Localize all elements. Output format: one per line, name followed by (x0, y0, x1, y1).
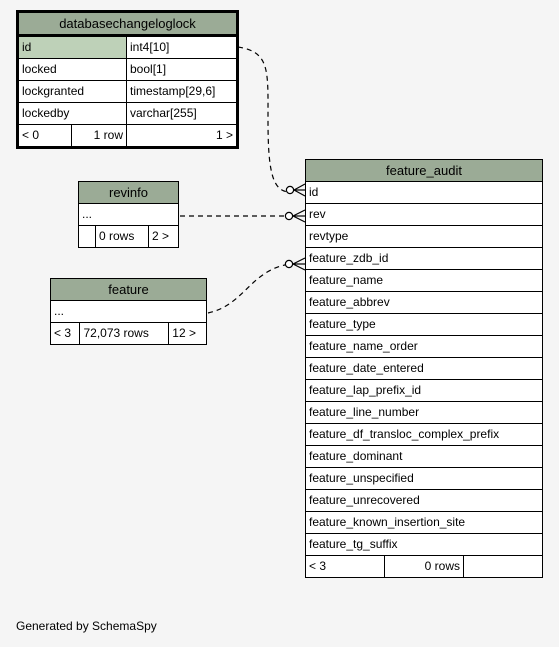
column-name: feature_dominant (305, 445, 543, 468)
row-count: 0 rows (384, 555, 464, 578)
column-name: feature_name (305, 269, 543, 292)
row-count: 72,073 rows (79, 322, 170, 345)
column-name: feature_known_insertion_site (305, 511, 543, 534)
column-row[interactable]: feature_abbrev (305, 291, 543, 314)
column-row[interactable]: feature_line_number (305, 401, 543, 424)
column-row[interactable]: revtype (305, 225, 543, 248)
column-name: rev (305, 203, 543, 226)
column-row[interactable]: feature_dominant (305, 445, 543, 468)
crowfoot-marker-feature-zdb-id (284, 257, 306, 271)
column-name: feature_tg_suffix (305, 533, 543, 556)
column-name: feature_line_number (305, 401, 543, 424)
table-revinfo[interactable]: revinfo ... 0 rows 2 > (78, 181, 180, 248)
column-row[interactable]: feature_lap_prefix_id (305, 379, 543, 402)
column-name: id (305, 181, 543, 204)
column-name: feature_abbrev (305, 291, 543, 314)
column-type: int4[10] (126, 35, 238, 59)
children-count: 1 > (126, 124, 238, 148)
column-type: varchar[255] (126, 102, 238, 125)
table-header[interactable]: feature (50, 278, 207, 301)
column-name: feature_zdb_id (305, 247, 543, 270)
children-count: 12 > (168, 322, 207, 345)
column-row[interactable]: feature_name (305, 269, 543, 292)
column-row[interactable]: rev (305, 203, 543, 226)
table-databasechangeloglock[interactable]: databasechangeloglock id int4[10] locked… (16, 10, 239, 149)
column-name: revtype (305, 225, 543, 248)
column-row[interactable]: ... (50, 300, 207, 323)
row-count: 0 rows (95, 225, 149, 248)
table-header[interactable]: databasechangeloglock (17, 11, 238, 37)
columns-placeholder: ... (78, 203, 179, 226)
table-footer: 0 rows 2 > (78, 225, 180, 248)
column-name: feature_type (305, 313, 543, 336)
columns-placeholder: ... (50, 300, 207, 323)
column-name: locked (17, 58, 127, 81)
column-row[interactable]: lockedby varchar[255] (17, 102, 238, 125)
column-name: lockgranted (17, 80, 127, 103)
column-type: timestamp[29,6] (126, 80, 238, 103)
table-footer: < 0 1 row 1 > (17, 124, 238, 148)
table-header[interactable]: feature_audit (305, 159, 543, 182)
column-row[interactable]: feature_tg_suffix (305, 533, 543, 556)
column-type: bool[1] (126, 58, 238, 81)
parents-count-text: < 0 (19, 125, 72, 146)
table-footer: < 3 72,073 rows 12 > (49, 322, 207, 345)
column-row[interactable]: feature_zdb_id (305, 247, 543, 270)
column-name: feature_name_order (305, 335, 543, 358)
column-row[interactable]: feature_unrecovered (305, 489, 543, 512)
column-row[interactable]: id (305, 181, 543, 204)
column-row[interactable]: feature_df_transloc_complex_prefix (305, 423, 543, 446)
column-row[interactable]: feature_date_entered (305, 357, 543, 380)
column-name: feature_unspecified (305, 467, 543, 490)
children-count: 2 > (147, 225, 180, 248)
children-count (463, 555, 543, 578)
connector-feature-to-audit-zdbid (207, 263, 291, 314)
parents-count (78, 225, 96, 248)
column-row[interactable]: feature_name_order (305, 335, 543, 358)
crowfoot-marker-rev (284, 209, 306, 223)
table-header[interactable]: revinfo (78, 181, 179, 204)
column-row[interactable]: lockgranted timestamp[29,6] (17, 80, 238, 103)
column-name: feature_lap_prefix_id (305, 379, 543, 402)
column-row[interactable]: locked bool[1] (17, 58, 238, 81)
column-row[interactable]: id int4[10] (17, 35, 238, 59)
row-count: 1 row (93, 128, 123, 142)
connector-lock-to-audit-id (237, 46, 291, 193)
column-row[interactable]: feature_type (305, 313, 543, 336)
parents-count: < 0 1 row (17, 124, 127, 148)
table-footer: < 3 0 rows (305, 555, 543, 578)
column-row[interactable]: ... (78, 203, 179, 226)
crowfoot-marker-id (285, 183, 306, 197)
column-name: lockedby (17, 102, 127, 125)
column-name: feature_unrecovered (305, 489, 543, 512)
parents-count: < 3 (49, 322, 81, 345)
column-name: feature_date_entered (305, 357, 543, 380)
table-feature[interactable]: feature ... < 3 72,073 rows 12 > (49, 278, 207, 345)
column-row[interactable]: feature_unspecified (305, 467, 543, 490)
column-row[interactable]: feature_known_insertion_site (305, 511, 543, 534)
parents-count: < 3 (305, 555, 385, 578)
column-name: id (17, 35, 127, 59)
column-name: feature_df_transloc_complex_prefix (305, 423, 543, 446)
generated-by-label: Generated by SchemaSpy (16, 619, 157, 633)
